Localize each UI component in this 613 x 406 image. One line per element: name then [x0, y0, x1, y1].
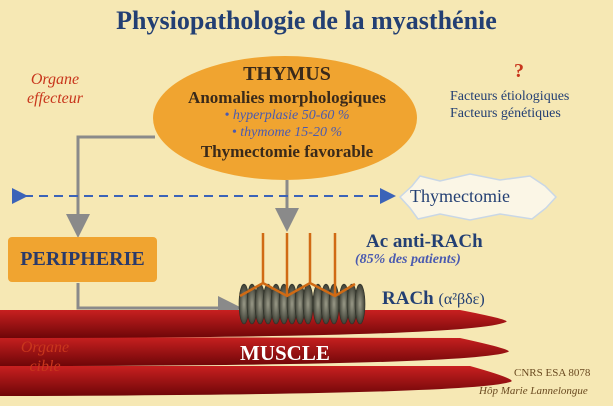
- antibody-note: (85% des patients): [355, 252, 461, 267]
- receptor-subunit: [302, 283, 314, 325]
- bullet-hyperplasie: • hyperplasie 50-60 %: [224, 108, 350, 123]
- peripherie-box: [8, 237, 157, 282]
- muscle-fiber-2: [0, 337, 509, 366]
- thymus-conclusion: Thymectomie favorable: [200, 142, 374, 161]
- question-mark: ?: [514, 60, 524, 82]
- thymectomie-label: Thymectomie: [410, 186, 510, 206]
- factor-genetiques: Facteurs génétiques: [450, 106, 561, 121]
- organe-effecteur-label: Organe effecteur: [16, 70, 94, 108]
- receptor-subunit: [354, 283, 366, 325]
- muscle-fiber-3: [0, 366, 512, 396]
- antibody-label: Ac anti-RACh: [366, 231, 483, 252]
- receptor-label: RACh (α²βδε): [382, 288, 485, 310]
- receptor-subunits: (α²βδε): [438, 291, 485, 308]
- label-line: Organe: [30, 71, 80, 88]
- muscle-fiber-1: [0, 310, 507, 338]
- factor-etiologiques: Facteurs étiologiques: [450, 89, 570, 104]
- label-line: Organe: [20, 339, 70, 356]
- credit-hopital: Hôp Marie Lannelongue: [479, 385, 588, 397]
- muscle-label: MUSCLE: [240, 341, 330, 365]
- antibodies: [239, 233, 356, 298]
- arrow-peripherie-to-receptor: [76, 283, 242, 320]
- thymectomie-burst: [398, 173, 558, 221]
- peripherie-label: PERIPHERIE: [20, 248, 145, 270]
- organe-cible-label: Organe cible: [10, 338, 80, 376]
- receptor-name: RACh: [382, 288, 434, 309]
- label-line: cible: [29, 358, 61, 375]
- thymus-subtitle: Anomalies morphologiques: [188, 88, 386, 107]
- arrow-thymus-to-peripherie: [66, 135, 155, 238]
- label-line: effecteur: [27, 90, 83, 107]
- thymus-ellipse: [153, 56, 417, 180]
- page-title: Physiopathologie de la myasthénie: [116, 6, 497, 35]
- thymus-heading: THYMUS: [243, 63, 331, 85]
- credit-cnrs: CNRS ESA 8078: [514, 367, 591, 379]
- bullet-thymome: • thymome 15-20 %: [231, 125, 343, 140]
